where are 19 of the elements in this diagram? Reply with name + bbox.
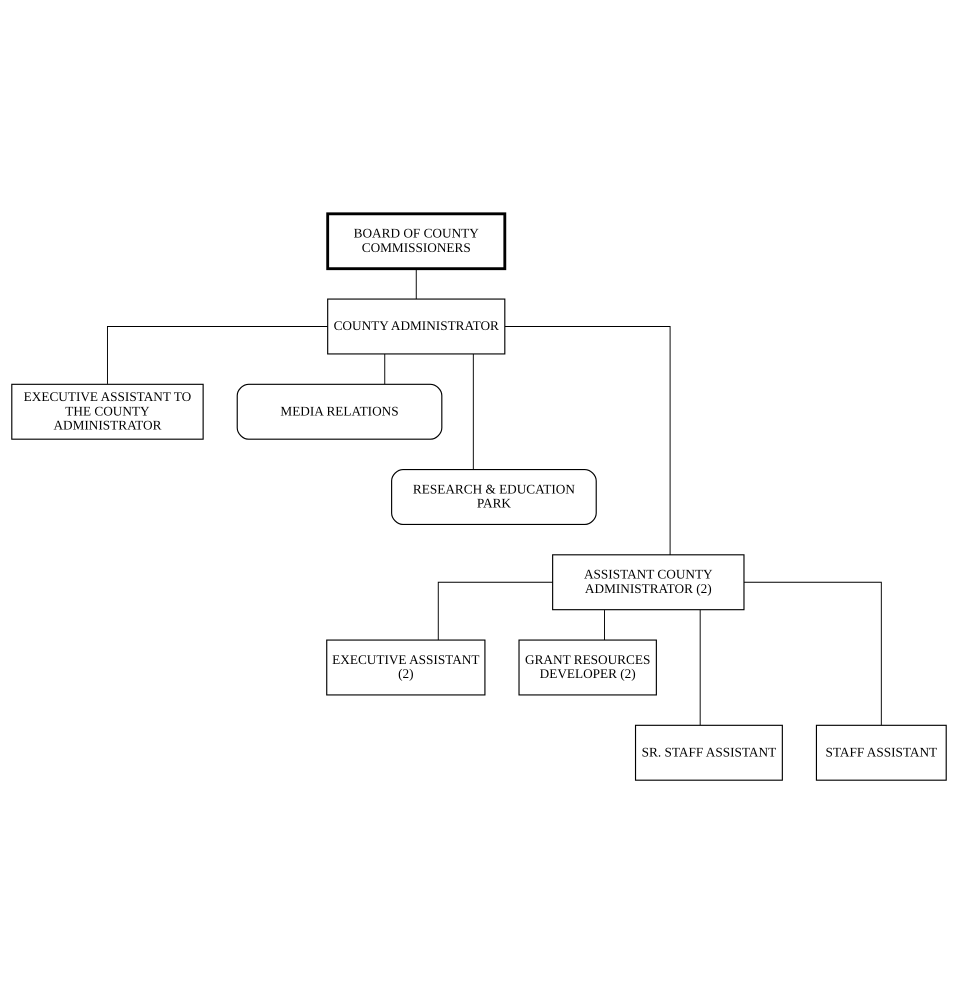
node-box: RESEARCH & EDUCATION PARK (391, 468, 597, 526)
connector (416, 268, 417, 300)
node-box: SR. STAFF ASSISTANT (634, 724, 783, 781)
node-box: EXECUTIVE ASSISTANT (2) (326, 639, 486, 696)
node-box: ASSISTANT COUNTY ADMINISTRATOR (2) (552, 554, 745, 610)
node-box: BOARD OF COUNTY COMMISSIONERS (326, 212, 506, 270)
node-box: EXECUTIVE ASSISTANT TO THE COUNTY ADMINISTRATOR (11, 384, 204, 440)
connector (504, 326, 671, 556)
connector (438, 582, 553, 640)
node-box: STAFF ASSISTANT (816, 724, 947, 781)
connector (744, 582, 882, 726)
node-box: COUNTY ADMINISTRATOR (327, 298, 506, 355)
connector (107, 326, 328, 384)
node-box: MEDIA RELATIONS (236, 384, 442, 440)
connector (604, 610, 605, 640)
node-box: GRANT RESOURCES DEVELOPER (2) (518, 639, 657, 696)
connector (700, 610, 701, 726)
connector (472, 354, 474, 470)
connector (384, 354, 386, 385)
